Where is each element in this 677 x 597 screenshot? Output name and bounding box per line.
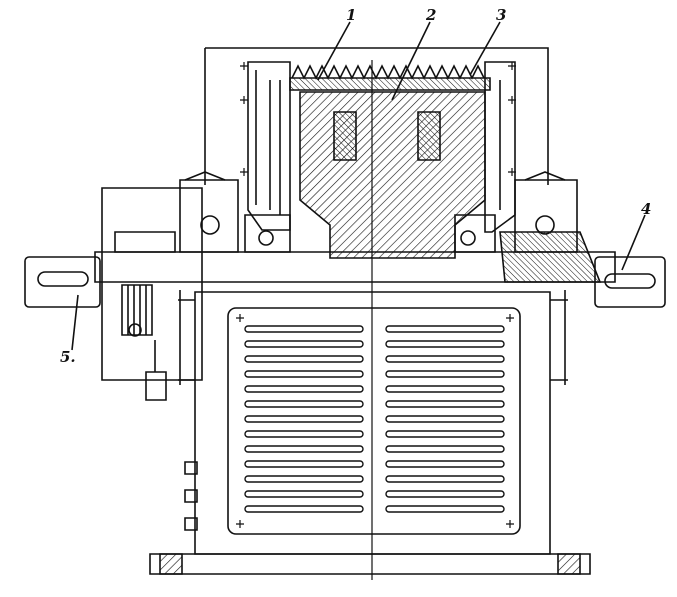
leader-1 [318,22,350,80]
leader-4 [622,215,645,270]
panel-screws [236,62,516,528]
louvre-slats [245,326,504,512]
rotor-core [300,92,485,258]
right-bearing-ball-2 [461,231,475,245]
callout-5: 5. [60,348,76,366]
base-plate [150,554,590,574]
leader-5 [72,295,78,350]
left-end-bell [248,62,290,230]
callout-2: 2 [426,6,437,24]
left-shaft-end [25,257,100,307]
callout-3: 3 [496,6,507,24]
ventilation-panel [228,308,520,534]
upper-housing [205,48,548,185]
small-gear [122,285,152,335]
gear-rim [290,78,490,90]
right-end-bell [485,62,515,232]
left-bearing-housing [180,180,238,252]
leader-3 [470,22,500,75]
callout-1: 1 [346,6,357,24]
left-keyway [38,272,88,286]
left-winding [334,112,356,160]
callout-4: 4 [641,200,652,218]
right-winding [418,112,440,160]
leader-2 [392,22,430,100]
right-keyway [605,274,655,288]
left-aux-box [102,188,202,380]
left-bearing-ball-1 [201,216,219,234]
left-bearing-ball-2 [259,231,273,245]
left-fitting [146,372,166,400]
